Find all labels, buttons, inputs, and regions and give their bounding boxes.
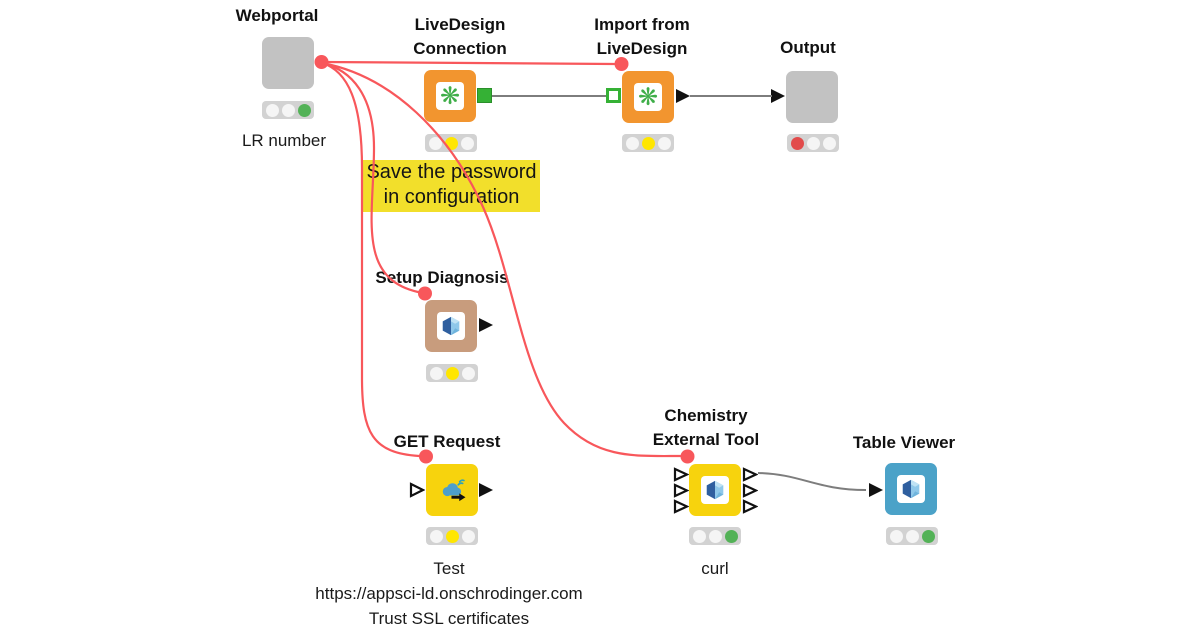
flow-connection-webportal-to-import[interactable]: [320, 60, 616, 66]
get-request-title: GET Request: [393, 432, 501, 451]
node-get-request[interactable]: [409, 464, 493, 516]
status-light-off: [806, 136, 820, 150]
livedesign-connection-title: LiveDesign Connection: [413, 15, 507, 58]
status-light-off: [708, 529, 722, 543]
data-output-port[interactable]: [675, 88, 691, 104]
status-light-off: [281, 103, 295, 117]
status-light-off: [461, 366, 475, 380]
optional-data-input-port[interactable]: [673, 499, 689, 514]
status-light-green: [724, 529, 738, 543]
table-viewer-title: Table Viewer: [852, 433, 956, 452]
status-light-green: [297, 103, 311, 117]
status-light-green: [921, 529, 935, 543]
chemistry-external-tool-label: curl: [701, 559, 729, 578]
setup-diagnosis-title: Setup Diagnosis: [375, 268, 509, 287]
livedesign-asterisk-icon: ❋: [634, 83, 662, 111]
status-light-off: [429, 366, 443, 380]
data-output-port[interactable]: [477, 88, 492, 103]
crystal-icon: [897, 475, 925, 503]
status-light-red: [790, 136, 804, 150]
node-chemistry-external-tool[interactable]: [673, 464, 758, 516]
import-from-livedesign-status-light: [622, 134, 674, 152]
get-request-status-light: [426, 527, 478, 545]
crystal-icon: [701, 476, 729, 504]
connection-chemistry-to-tableviewer[interactable]: [757, 472, 867, 491]
status-light-off: [822, 136, 836, 150]
livedesign-asterisk-icon: ❋: [436, 82, 464, 110]
crystal-icon: [437, 312, 465, 340]
data-input-port[interactable]: [606, 88, 621, 103]
webportal-title: Webportal: [235, 6, 319, 25]
status-light-yellow: [444, 136, 458, 150]
data-output-port[interactable]: [742, 483, 758, 498]
status-light-off: [625, 136, 639, 150]
optional-data-input-port[interactable]: [673, 483, 689, 498]
node-livedesign-connection[interactable]: ❋: [424, 70, 492, 122]
status-light-off: [461, 529, 475, 543]
status-light-off: [889, 529, 903, 543]
status-light-off: [265, 103, 279, 117]
optional-data-input-port[interactable]: [409, 482, 425, 498]
data-output-port[interactable]: [742, 499, 758, 514]
node-webportal[interactable]: [262, 37, 314, 89]
output-status-light: [787, 134, 839, 152]
status-light-yellow: [445, 366, 459, 380]
flow-connection-webportal-to-getrequest[interactable]: [320, 61, 421, 458]
output-title: Output: [780, 38, 836, 57]
node-output[interactable]: [771, 71, 838, 123]
table-viewer-status-light: [886, 527, 938, 545]
status-light-yellow: [641, 136, 655, 150]
status-light-off: [428, 136, 442, 150]
status-light-yellow: [445, 529, 459, 543]
webportal-status-light: [262, 101, 314, 119]
setup-diagnosis-status-light: [426, 364, 478, 382]
node-import-from-livedesign[interactable]: ❋: [606, 71, 690, 123]
status-light-off: [460, 136, 474, 150]
data-output-port[interactable]: [742, 467, 758, 482]
data-input-port[interactable]: [770, 88, 786, 104]
cloud-request-icon: [438, 476, 466, 504]
optional-data-input-port[interactable]: [673, 467, 689, 482]
get-request-label: Test https://appsci-ld.onschrodinger.com…: [315, 559, 583, 628]
node-table-viewer[interactable]: [869, 463, 937, 515]
chemistry-external-tool-status-light: [689, 527, 741, 545]
livedesign-connection-status-light: [425, 134, 477, 152]
data-output-port[interactable]: [478, 482, 494, 498]
status-light-off: [692, 529, 706, 543]
status-light-off: [905, 529, 919, 543]
webportal-flow-variable-output-port[interactable]: [314, 55, 329, 69]
node-setup-diagnosis[interactable]: [425, 300, 493, 352]
import-from-livedesign-title: Import from LiveDesign: [594, 15, 690, 58]
workflow-annotation[interactable]: Save the password in configuration: [363, 160, 540, 212]
status-light-off: [429, 529, 443, 543]
webportal-label: LR number: [241, 131, 327, 150]
status-light-off: [657, 136, 671, 150]
data-input-port[interactable]: [868, 482, 884, 498]
chemistry-external-tool-title: Chemistry External Tool: [652, 406, 760, 449]
data-output-port[interactable]: [478, 317, 494, 333]
